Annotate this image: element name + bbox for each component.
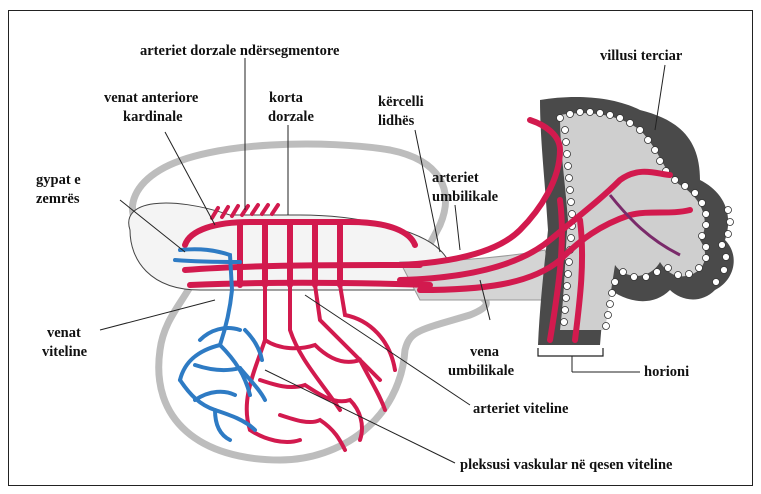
label-arteriet-umb-2: umbilikale: [432, 189, 499, 205]
label-arteriet-viteline: arteriet viteline: [473, 401, 569, 417]
label-pleksusi: pleksusi vaskular në qesen viteline: [460, 457, 673, 473]
label-vena-umb-1: vena: [470, 344, 500, 360]
label-venat-viteline-1: venat: [47, 325, 81, 341]
label-arteriet-umb-1: arteriet: [432, 170, 479, 186]
label-gypat-1: gypat e: [36, 172, 81, 188]
label-venat-anteriore-2: kardinale: [123, 109, 183, 125]
label-kercelli-1: kërcelli: [378, 94, 424, 110]
label-gypat-2: zemrës: [36, 191, 80, 207]
label-villusi: villusi terciar: [600, 48, 683, 64]
label-venat-viteline-2: viteline: [42, 344, 88, 360]
label-kercelli-2: lidhës: [378, 113, 415, 129]
label-venat-anteriore-1: venat anteriore: [104, 90, 199, 106]
horioni-bracket: [538, 348, 603, 356]
label-korta-2: dorzale: [268, 109, 314, 125]
label-horioni: horioni: [644, 364, 689, 380]
label-vena-umb-2: umbilikale: [448, 363, 515, 379]
label-korta-1: korta: [269, 90, 304, 106]
label-arteriet-dorzale: arteriet dorzale ndërsegmentore: [140, 43, 340, 59]
